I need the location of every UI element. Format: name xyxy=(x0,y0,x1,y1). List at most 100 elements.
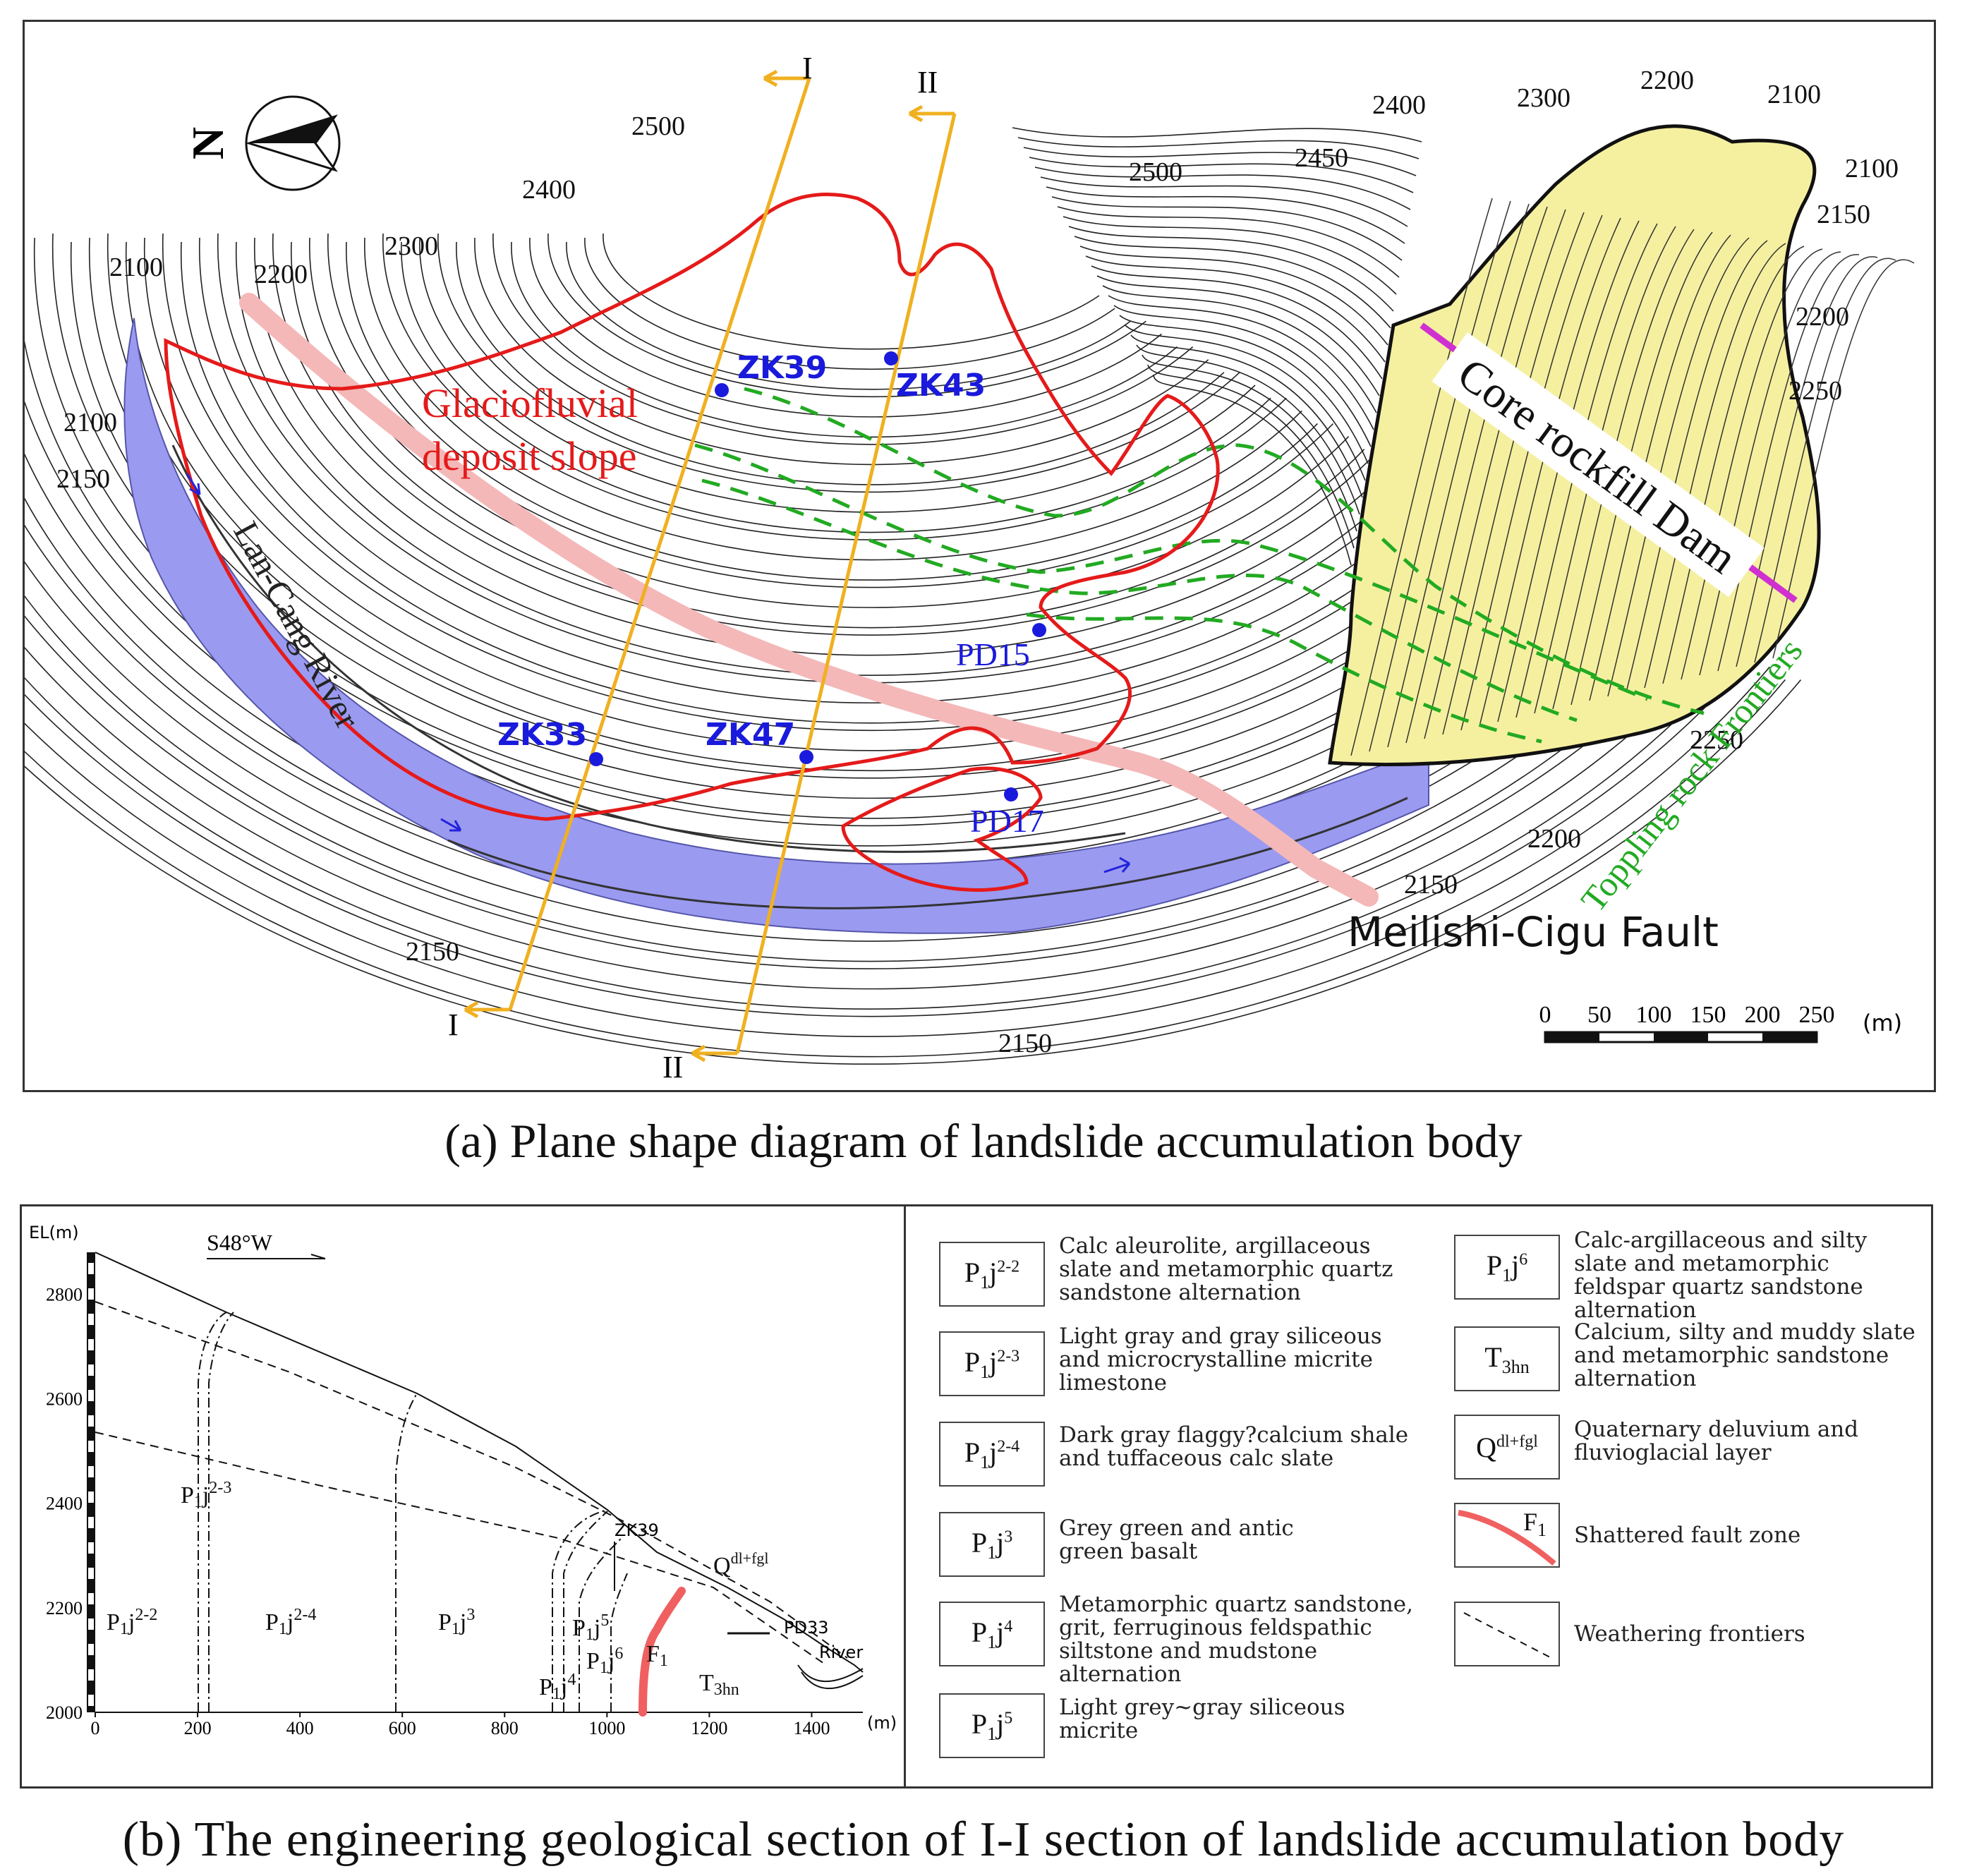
flow-arrow-icon xyxy=(186,473,201,496)
dam-contour-line xyxy=(1736,256,1878,667)
contour-line xyxy=(566,241,1131,390)
elevation-bar-dash xyxy=(88,1542,94,1554)
section-i-arrow-bottom xyxy=(464,1000,510,1019)
contour-line xyxy=(1029,157,1414,193)
contour-label: 2100 xyxy=(1845,154,1899,183)
elevation-bar-dash xyxy=(88,1618,94,1630)
y-tick-label: 2200 xyxy=(46,1598,83,1618)
x-tick-label: 600 xyxy=(389,1718,416,1738)
dam-contour-line xyxy=(1772,259,1915,659)
dam-contour-line xyxy=(1699,251,1841,676)
contour-line xyxy=(1017,137,1420,159)
deposit-label-line2: deposit slope xyxy=(422,433,636,479)
y-tick-label: 2400 xyxy=(46,1494,83,1514)
deposit-lower-lobe xyxy=(841,766,1043,892)
x-tick-label: 0 xyxy=(91,1718,100,1738)
contour-line xyxy=(382,233,1287,540)
unit-label: P1j5 xyxy=(572,1611,609,1644)
deposit-label-line1: Glaciofluvial xyxy=(422,380,638,426)
lan-cang-river xyxy=(123,317,1429,934)
section-ii-label-top: II xyxy=(917,65,938,99)
dam-contour-line xyxy=(1552,229,1695,710)
flow-arrow-icon xyxy=(1103,857,1131,873)
elevation-axis-ticks xyxy=(88,1263,94,1706)
x-axis-unit: (m) xyxy=(867,1713,897,1733)
legend-description: Metamorphic quartz sandstone, grit, ferr… xyxy=(1059,1592,1413,1687)
plan-map: Core rockfill Dam I II I II N 2500 2400 … xyxy=(0,51,1915,1084)
q-layer-label: Qdl+fgl xyxy=(713,1549,769,1579)
river-bank-line xyxy=(171,444,1126,853)
scale-tick-label: 200 xyxy=(1745,1002,1781,1028)
drillhole-zk47 xyxy=(799,750,813,764)
elevation-bar-dash xyxy=(88,1263,94,1274)
y-tick-label: 2600 xyxy=(46,1388,83,1409)
scale-unit: (m) xyxy=(1863,1010,1902,1036)
elevation-bar-dash xyxy=(88,1415,94,1427)
drillhole-zk33 xyxy=(589,752,603,766)
contour-label: 2400 xyxy=(1372,90,1426,120)
contour-line xyxy=(474,237,1209,466)
section-ii-arrow-top xyxy=(908,104,955,123)
dam-contour-line xyxy=(1717,254,1860,672)
drillhole-label: PD15 xyxy=(956,636,1030,672)
drillhole-label: PD17 xyxy=(970,803,1044,839)
contour-line xyxy=(143,237,1490,751)
drillhole-markers xyxy=(589,351,1046,801)
contour-label: 2100 xyxy=(109,253,163,282)
contour-lines xyxy=(0,127,1802,1065)
contour-line xyxy=(1063,216,1397,295)
contour-line xyxy=(511,241,1178,438)
contour-label: 2100 xyxy=(63,408,117,437)
river-bank-line xyxy=(447,797,1408,909)
contour-line xyxy=(1119,315,1369,464)
dam-contour-line xyxy=(1369,200,1511,752)
glaciofluvial-deposit-boundary xyxy=(164,192,1220,821)
contour-label: 2500 xyxy=(631,111,685,141)
contour-label: 2200 xyxy=(1796,302,1849,332)
contour-label: 2500 xyxy=(1129,157,1182,187)
contour-line xyxy=(0,648,1739,1010)
unit-labels: P1j2-2 P1j2-3 P1j2-4 P1j3 P1j5 P1j6 P1j4… xyxy=(107,1479,769,1703)
section-ii-arrow-bottom xyxy=(691,1044,737,1063)
scale-tick-label: 50 xyxy=(1587,1002,1611,1028)
contour-line xyxy=(0,679,1802,1065)
dam-contour-line xyxy=(1662,246,1805,684)
compass-needle-fill xyxy=(249,116,335,143)
panel-divider xyxy=(904,1206,906,1786)
elevation-bar-dash xyxy=(88,1644,94,1655)
north-label: N xyxy=(183,127,233,159)
elevation-bar-dash xyxy=(88,1491,94,1503)
section-i-arrow-top xyxy=(763,69,809,87)
dam-contour-line xyxy=(1681,248,1823,680)
scale-tick-label: 0 xyxy=(1539,1002,1551,1028)
weathering-frontier xyxy=(95,1432,827,1666)
drillhole-label: ZK47 xyxy=(706,717,795,753)
contour-line xyxy=(1108,295,1374,430)
weathering-swatch-icon xyxy=(1463,1612,1552,1659)
contour-line xyxy=(1034,167,1411,210)
contour-line xyxy=(1142,354,1357,532)
dam-contour-line xyxy=(1607,237,1750,697)
section-line-ii xyxy=(735,113,957,1054)
dam-contour-line xyxy=(1626,240,1768,693)
contour-line xyxy=(198,237,1443,704)
legend-swatch: T3hn xyxy=(1454,1326,1560,1391)
elevation-bar-dash xyxy=(88,1593,94,1604)
ground-surface xyxy=(95,1252,864,1673)
meilishi-cigu-fault xyxy=(239,293,1379,907)
pd33-label: PD33 xyxy=(784,1618,829,1638)
legend-swatch: P1j6 xyxy=(1454,1235,1560,1300)
contour-line xyxy=(419,237,1256,513)
weathering-frontier xyxy=(95,1301,848,1659)
contour-line xyxy=(1147,364,1355,549)
contour-line xyxy=(52,233,1568,827)
contour-line xyxy=(0,666,1770,1037)
contour-labels: 2500 2400 2300 2200 2100 2100 2150 2400 … xyxy=(56,66,1899,1058)
river-channel xyxy=(801,1671,864,1690)
dam-contour-line xyxy=(1405,206,1548,744)
contour-line xyxy=(1096,275,1380,397)
contour-label: 2200 xyxy=(254,260,308,289)
dam-contour-line xyxy=(1644,243,1786,689)
